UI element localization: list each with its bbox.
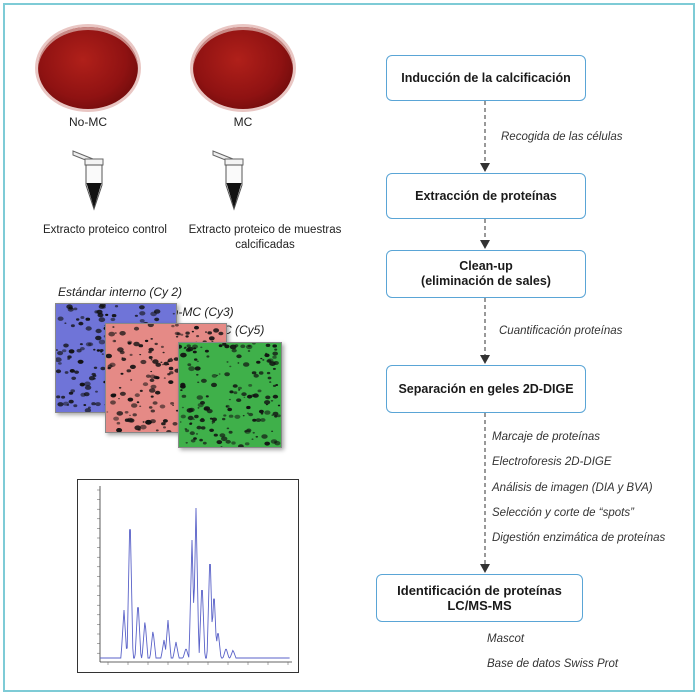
petri-dish-control [38, 27, 138, 109]
arrow-3 [480, 298, 490, 364]
calcified-extract-line2: calcificadas [235, 239, 295, 251]
step-5-label: Identificación de proteínas [397, 583, 562, 598]
step-2d-dige-separation: Separación en geles 2D-DIGE [386, 365, 586, 413]
step-5-sublabel: LC/MS-MS [447, 598, 512, 613]
step-3-sublabel: (eliminación de sales) [421, 274, 551, 288]
note-protein-quantification: Cuantificación proteínas [499, 325, 623, 337]
control-label: No-MC [69, 115, 107, 129]
calcified-label: MC [233, 115, 253, 129]
calcified-extract-line1: Extracto proteico de muestras [188, 224, 342, 236]
control-extract-label: Extracto proteico control [42, 224, 167, 236]
figure-frame: No-MC MC Extracto proteico control Extra… [3, 3, 695, 692]
note-protein-labeling: Marcaje de proteínas [492, 431, 601, 443]
petri-dish-calcified [193, 27, 293, 109]
step-protein-identification: Identificación de proteínas LC/MS-MS [376, 574, 583, 622]
step-1-label: Inducción de la calcificación [401, 70, 571, 85]
step-2-label: Extracción de proteínas [415, 188, 557, 203]
note-enzymatic-digestion: Digestión enzimática de proteínas [492, 532, 666, 544]
mass-spectrum-plot [97, 486, 292, 665]
note-mascot: Mascot [487, 633, 525, 645]
tube-icon-calcified [212, 150, 244, 211]
arrow-2 [480, 219, 490, 249]
note-swiss-prot: Base de datos Swiss Prot [487, 658, 619, 670]
arrow-4 [480, 413, 490, 573]
step-4-label: Separación en geles 2D-DIGE [398, 381, 574, 396]
note-image-analysis: Análisis de imagen (DIA y BVA) [492, 482, 653, 494]
note-electrophoresis: Electroforesis 2D-DIGE [492, 456, 612, 468]
step-clean-up: Clean-up (eliminación de sales) [386, 250, 586, 298]
gel-spots-cy5 [179, 343, 281, 447]
note-cell-collection: Recogida de las células [501, 131, 623, 143]
gel-label-no-mc: No-MC (Cy3) [163, 305, 234, 319]
gel-label-internal-standard: Estándar interno (Cy 2) [58, 285, 183, 299]
tube-icon-control [72, 150, 104, 211]
mass-spectrum [77, 479, 299, 673]
step-protein-extraction: Extracción de proteínas [386, 173, 586, 219]
step-calcification-induction: Inducción de la calcificación [386, 55, 586, 101]
step-3-label: Clean-up [459, 259, 513, 273]
arrow-1 [480, 101, 490, 172]
calcified-extract-label: Extracto proteico de muestras calcificad… [177, 223, 353, 253]
gel-image-cy5 [178, 342, 282, 448]
note-spot-selection: Selección y corte de “spots” [492, 507, 634, 519]
